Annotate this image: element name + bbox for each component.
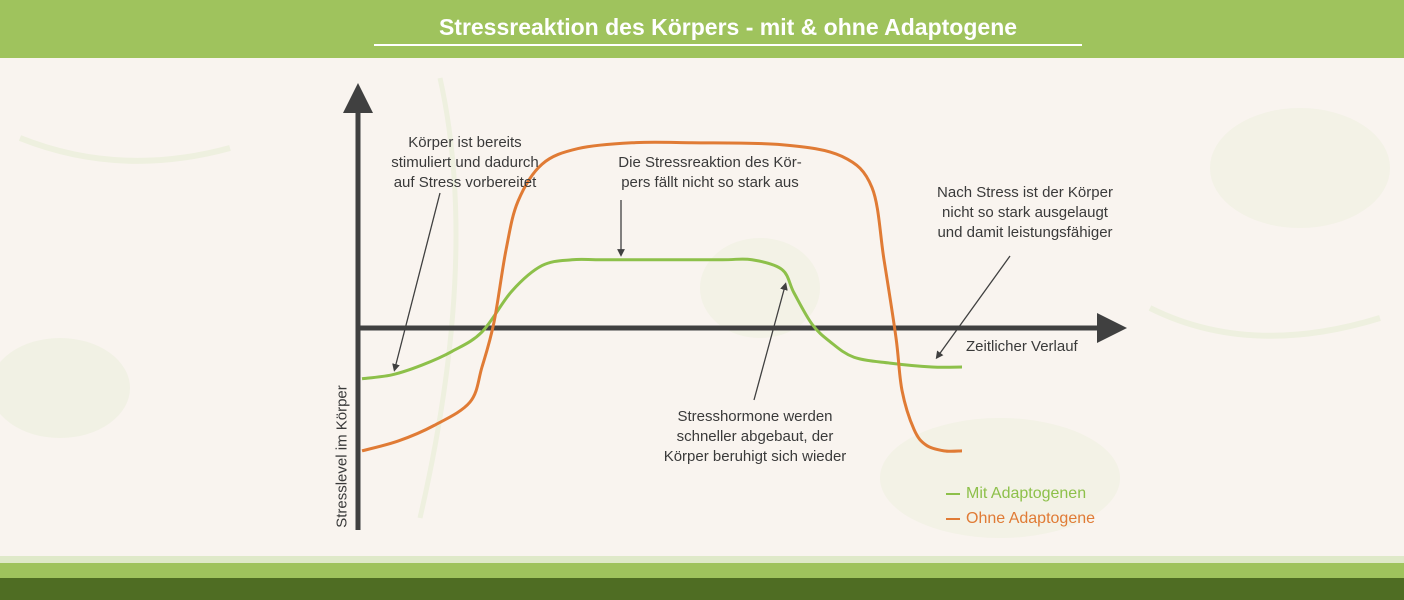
footer-band-light bbox=[0, 556, 1404, 563]
arrow-nach-stress bbox=[935, 255, 1011, 360]
background-leaf-decoration bbox=[0, 77, 1390, 538]
footer-band-green bbox=[0, 563, 1404, 578]
title-underline bbox=[374, 44, 1082, 46]
series-line-ohne bbox=[361, 140, 963, 453]
annotation-stressreaktion: Die Stressreaktion des Kör- pers fällt n… bbox=[618, 154, 802, 191]
legend-item-mit: Mit Adaptogenen bbox=[946, 484, 1086, 504]
arrow-stresshormone bbox=[753, 282, 788, 401]
footer-band-dark bbox=[0, 578, 1404, 600]
arrow-koerper-vorbereitet bbox=[392, 192, 441, 372]
legend-swatch-ohne bbox=[946, 517, 960, 520]
annotation-koerper-vorbereitet: Körper ist bereits stimuliert und dadurc… bbox=[391, 134, 539, 191]
x-axis-label: Zeitlicher Verlauf bbox=[966, 338, 1078, 355]
legend-label-mit: Mit Adaptogenen bbox=[966, 485, 1087, 502]
annotation-nach-stress: Nach Stress ist der Körper nicht so star… bbox=[937, 184, 1113, 241]
series-line-mit bbox=[361, 257, 963, 381]
legend-label-ohne: Ohne Adaptogene bbox=[966, 510, 1096, 527]
legend-item-ohne: Ohne Adaptogene bbox=[946, 509, 1095, 529]
header-bar bbox=[0, 0, 1404, 58]
annotation-stresshormone: Stresshormone werden schneller abgebaut,… bbox=[663, 408, 847, 465]
legend-swatch-mit bbox=[946, 492, 960, 495]
page-title: Stressreaktion des Körpers - mit & ohne … bbox=[438, 14, 1018, 40]
y-axis-label: Stresslevel im Körper bbox=[333, 385, 351, 528]
